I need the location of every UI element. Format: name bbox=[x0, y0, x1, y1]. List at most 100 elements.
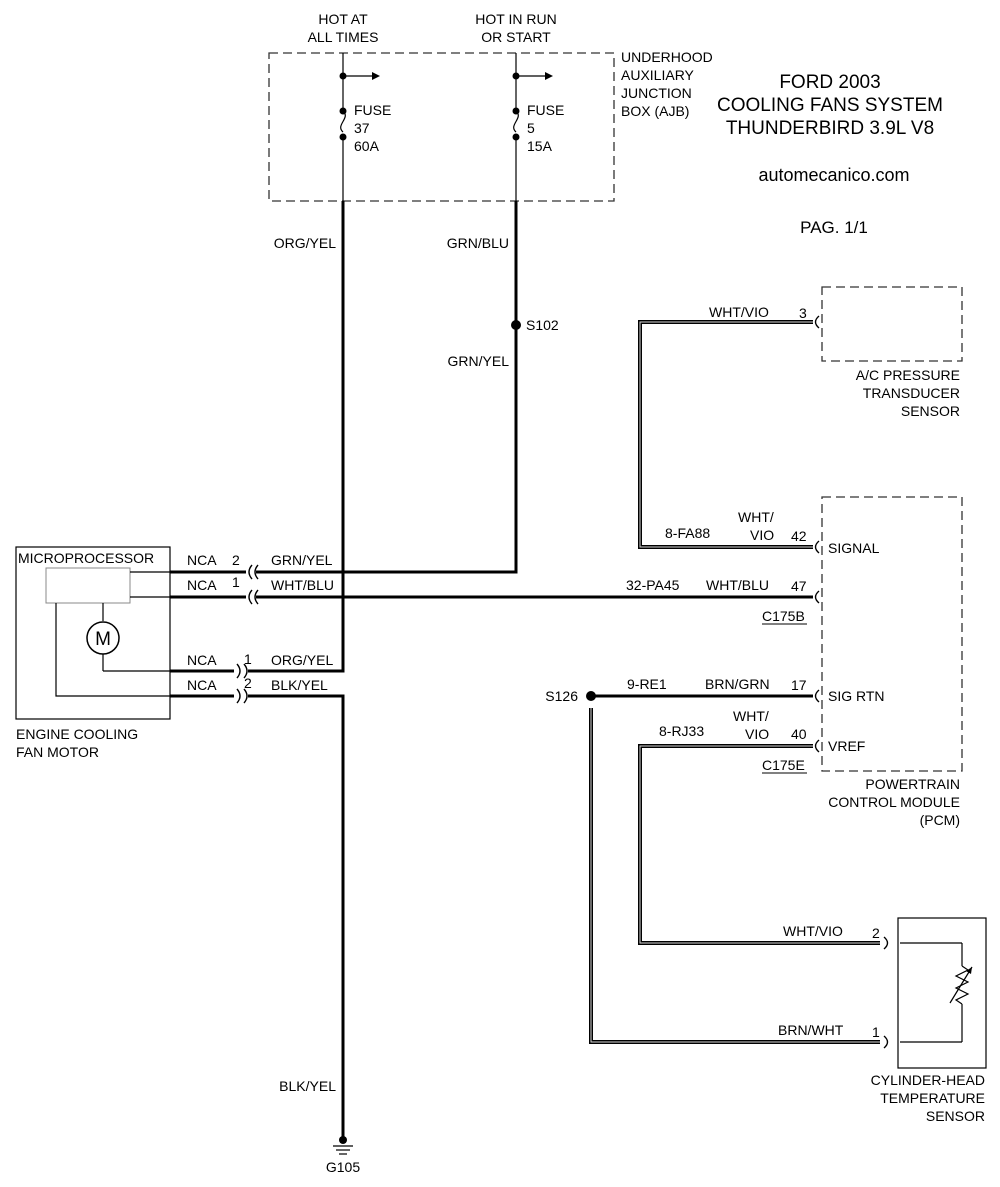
wire-wht-vio-vref bbox=[638, 744, 880, 945]
ac-sensor-label-line-1: A/C PRESSURE bbox=[856, 367, 960, 383]
cht-sensor-label-line-2: TEMPERATURE bbox=[880, 1090, 985, 1106]
motor-pin-2-wire: WHT/BLU bbox=[271, 577, 334, 593]
hot-in-run-line-1: HOT IN RUN bbox=[475, 11, 556, 27]
pcm-pin-47-num: 47 bbox=[791, 578, 807, 594]
wire-org-yel-label: ORG/YEL bbox=[274, 235, 336, 251]
title-line-1: FORD 2003 bbox=[779, 72, 880, 93]
cht-sensor-label-line-3: SENSOR bbox=[926, 1108, 985, 1124]
cht-pin-2: 2 bbox=[872, 925, 880, 941]
title-line-3: THUNDERBIRD 3.9L V8 bbox=[726, 118, 934, 139]
cht-sensor-label-line-1: CYLINDER-HEAD bbox=[871, 1072, 985, 1088]
wire-wht-vio-ac-label: WHT/VIO bbox=[709, 304, 769, 320]
pcm-c175b-label: C175B bbox=[762, 608, 805, 624]
wire-brn-wht-label: BRN/WHT bbox=[778, 1022, 844, 1038]
cht-pin-1: 1 bbox=[872, 1024, 880, 1040]
wire-wht-vio-vref-label-2: VIO bbox=[745, 726, 769, 742]
fuse-37 bbox=[339, 53, 380, 201]
motor-pin-4-wire: BLK/YEL bbox=[271, 677, 328, 693]
fan-motor-box bbox=[15, 546, 171, 720]
pcm-pin-42-num: 42 bbox=[791, 528, 807, 544]
hot-in-run-line-2: OR START bbox=[481, 29, 551, 45]
motor-pin-4-num: 2 bbox=[244, 675, 252, 691]
wire-wht-vio-sig-label-1: WHT/ bbox=[738, 509, 774, 525]
fuse-5-rating: 15A bbox=[527, 138, 553, 154]
pcm-label-line-3: (PCM) bbox=[920, 812, 960, 828]
cht-pin-2-connector bbox=[883, 936, 889, 950]
wire-grn-yel bbox=[256, 325, 518, 574]
wire-wht-vio-signal bbox=[638, 320, 813, 549]
motor-pin-1-nca: NCA bbox=[187, 552, 217, 568]
wire-blk-yel bbox=[248, 694, 345, 1138]
website-label: automecanico.com bbox=[758, 165, 909, 185]
fuse-5-label: FUSE bbox=[527, 102, 564, 118]
wire-wht-vio-cht-label: WHT/VIO bbox=[783, 923, 843, 939]
ac-sensor-box bbox=[821, 286, 963, 362]
motor-pin-1-wire: GRN/YEL bbox=[271, 552, 333, 568]
wire-org-yel bbox=[248, 201, 345, 673]
title-line-2: COOLING FANS SYSTEM bbox=[717, 95, 943, 116]
splice-s126-label: S126 bbox=[545, 688, 578, 704]
fan-motor-label-line-1: ENGINE COOLING bbox=[16, 726, 138, 742]
pcm-box bbox=[821, 496, 963, 772]
motor-pin-1-num: 2 bbox=[232, 552, 240, 568]
splice-s126 bbox=[586, 691, 596, 701]
wire-re1-label: 9-RE1 bbox=[627, 676, 667, 692]
motor-connector-3 bbox=[236, 663, 248, 679]
motor-pin-3-num: 1 bbox=[244, 651, 252, 667]
pcm-pin-42-name: SIGNAL bbox=[828, 540, 880, 556]
ajb-label-line-2: AUXILIARY bbox=[621, 67, 695, 83]
wire-wht-blu-pcm-label: WHT/BLU bbox=[706, 577, 769, 593]
pcm-label-line-2: CONTROL MODULE bbox=[828, 794, 960, 810]
ground-g105-label: G105 bbox=[326, 1159, 360, 1175]
pcm-pin-40-num: 40 bbox=[791, 726, 807, 742]
cht-sensor-box bbox=[897, 917, 987, 1069]
ac-sensor-connector bbox=[814, 315, 820, 329]
fuse-37-label: FUSE bbox=[354, 102, 391, 118]
pcm-c175e-label: C175E bbox=[762, 757, 805, 773]
pcm-pin-42-connector bbox=[814, 540, 820, 554]
microprocessor-chip bbox=[45, 567, 131, 604]
motor-connector-1 bbox=[248, 564, 259, 580]
splice-s102-label: S102 bbox=[526, 317, 559, 333]
fuse-5 bbox=[512, 53, 553, 201]
motor-connector-2 bbox=[248, 589, 259, 605]
pcm-pin-40-connector bbox=[814, 739, 820, 753]
motor-pin-3-wire: ORG/YEL bbox=[271, 652, 333, 668]
pcm-pin-17-name: SIG RTN bbox=[828, 688, 885, 704]
hot-at-all-times-line-2: ALL TIMES bbox=[308, 29, 379, 45]
wire-wht-vio-vref-label-1: WHT/ bbox=[733, 708, 769, 724]
ajb-label-line-3: JUNCTION bbox=[621, 85, 692, 101]
motor-pin-3-nca: NCA bbox=[187, 652, 217, 668]
motor-pin-2-nca: NCA bbox=[187, 577, 217, 593]
ground-symbol bbox=[333, 1136, 353, 1155]
fuse-37-rating: 60A bbox=[354, 138, 380, 154]
pcm-label-line-1: POWERTRAIN bbox=[865, 776, 960, 792]
wire-brn-wht bbox=[589, 708, 880, 1044]
fuse-5-number: 5 bbox=[527, 120, 535, 136]
ac-sensor-label-line-2: TRANSDUCER bbox=[863, 385, 960, 401]
wire-brn-grn-label: BRN/GRN bbox=[705, 676, 770, 692]
ac-sensor-label-line-3: SENSOR bbox=[901, 403, 960, 419]
motor-pin-4-nca: NCA bbox=[187, 677, 217, 693]
ac-sensor-pin: 3 bbox=[799, 305, 807, 321]
wire-wht-vio-sig-label-2: VIO bbox=[750, 527, 774, 543]
wire-grn-yel-label: GRN/YEL bbox=[448, 353, 510, 369]
wire-blk-yel-label: BLK/YEL bbox=[279, 1078, 336, 1094]
cht-pin-1-connector bbox=[883, 1035, 889, 1049]
fan-motor-label-line-2: FAN MOTOR bbox=[16, 744, 99, 760]
motor-symbol-letter: M bbox=[95, 629, 111, 650]
ajb-label-line-1: UNDERHOOD bbox=[621, 49, 713, 65]
page-label: PAG. 1/1 bbox=[800, 218, 868, 237]
ajb-label-line-4: BOX (AJB) bbox=[621, 103, 689, 119]
pcm-pin-40-name: VREF bbox=[828, 738, 865, 754]
ajb-box bbox=[268, 52, 615, 202]
wire-rj33-label: 8-RJ33 bbox=[659, 723, 704, 739]
fuse-37-number: 37 bbox=[354, 120, 370, 136]
motor-connector-4 bbox=[236, 688, 248, 704]
hot-at-all-times-line-1: HOT AT bbox=[318, 11, 368, 27]
pcm-pin-47-connector bbox=[814, 590, 820, 604]
wire-fa88-label: 8-FA88 bbox=[665, 525, 710, 541]
motor-pin-2-num: 1 bbox=[232, 574, 240, 590]
thermistor-symbol bbox=[900, 942, 973, 1043]
